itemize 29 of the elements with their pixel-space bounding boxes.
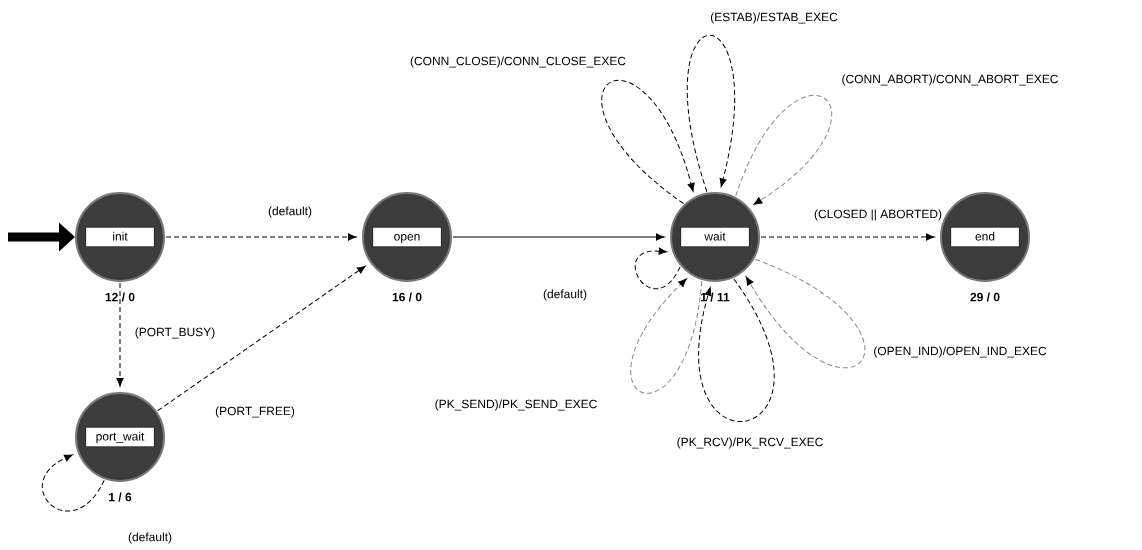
- edge-label: (CONN_CLOSE)/CONN_CLOSE_EXEC: [409, 55, 628, 69]
- arrow: [452, 233, 665, 241]
- count-label: 1 / 11: [701, 292, 730, 302]
- edge-label: (PORT_FREE): [214, 405, 296, 419]
- count-label: 29 / 0: [970, 292, 1000, 302]
- edge-label: (PORT_BUSY): [133, 326, 217, 340]
- arrow: [687, 34, 736, 193]
- edge-label: (default): [127, 531, 173, 545]
- count-label: 12 / 0: [105, 292, 135, 302]
- arrow: [634, 247, 681, 290]
- edge-label: (PK_RCV)/PK_RCV_EXEC: [675, 436, 825, 450]
- arrow: [601, 79, 695, 205]
- edge-label: (PK_SEND)/PK_SEND_EXEC: [433, 398, 599, 412]
- arrow: [116, 282, 124, 387]
- edge-label: (default): [267, 205, 313, 219]
- arrow: [157, 265, 366, 412]
- arrow: [760, 233, 935, 241]
- edge-label: (default): [542, 288, 588, 302]
- arrow: [745, 258, 866, 368]
- arrow: [735, 94, 832, 205]
- arrow: [165, 233, 357, 241]
- count-label: 16 / 0: [392, 292, 422, 302]
- edge-label: (ESTAB)/ESTAB_EXEC: [709, 11, 839, 25]
- count-label: 1 / 6: [109, 492, 132, 502]
- arrow: [42, 454, 105, 512]
- arrow: [630, 278, 703, 394]
- edge-label: (OPEN_IND)/OPEN_IND_EXEC: [872, 345, 1048, 359]
- arrow: [699, 278, 775, 422]
- edge-label: (CONN_ABORT)/CONN_ABORT_EXEC: [840, 73, 1060, 87]
